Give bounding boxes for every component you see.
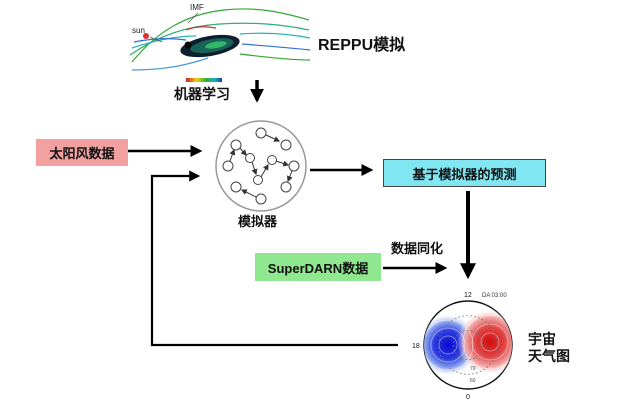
sun-label: sun <box>132 26 145 35</box>
space-weather-map-label: 宇宙 天气图 <box>528 331 570 365</box>
magnetosphere-streamlines <box>129 8 311 71</box>
data-assimilation-label: 数据同化 <box>391 241 444 256</box>
mlt-18-label: 18 <box>412 343 420 350</box>
superdarn-data-label: SuperDARN数据 <box>267 260 369 276</box>
space-weather-map: 12 DA 03:00 18 0 70 60 <box>412 292 513 400</box>
simulator-connections <box>229 134 293 198</box>
solar-wind-data-label: 太阳风数据 <box>49 146 115 161</box>
prediction-label: 基于模拟器的预测 <box>412 166 517 182</box>
reppu-title: REPPU模拟 <box>318 37 406 54</box>
earth-icon <box>184 41 192 49</box>
prediction-box: 基于模拟器的预测 <box>383 159 546 187</box>
machine-learning-label: 机器学习 <box>174 86 230 102</box>
space-weather-map-label-line1: 宇宙 <box>528 331 556 347</box>
reppu-simulation-illustration: sun IMF <box>129 3 311 82</box>
sun-pointer-line <box>149 36 163 43</box>
lat-70-label: 70 <box>470 366 476 372</box>
positive-potential-cell <box>457 309 512 375</box>
lat-60-label: 60 <box>470 378 476 384</box>
feedback-loop-arrow <box>150 170 398 347</box>
map-annotation: DA 03:00 <box>482 293 507 299</box>
simulator-label: 模拟器 <box>238 214 278 229</box>
space-weather-map-label-line2: 天气图 <box>528 348 570 364</box>
imf-label: IMF <box>190 3 204 12</box>
magnetosphere-body <box>180 34 240 58</box>
simulator-nodes <box>222 127 300 205</box>
superdarn-data-box: SuperDARN数据 <box>255 253 381 281</box>
colorbar <box>186 78 222 82</box>
mlt-0-label: 0 <box>466 394 470 400</box>
solar-wind-data-box: 太阳风数据 <box>36 139 128 166</box>
mlt-12-label: 12 <box>464 292 472 299</box>
simulator-sketch <box>215 120 307 212</box>
sun-icon <box>143 33 149 39</box>
latitude-circles <box>438 315 498 375</box>
imf-pointer-line <box>187 12 199 24</box>
